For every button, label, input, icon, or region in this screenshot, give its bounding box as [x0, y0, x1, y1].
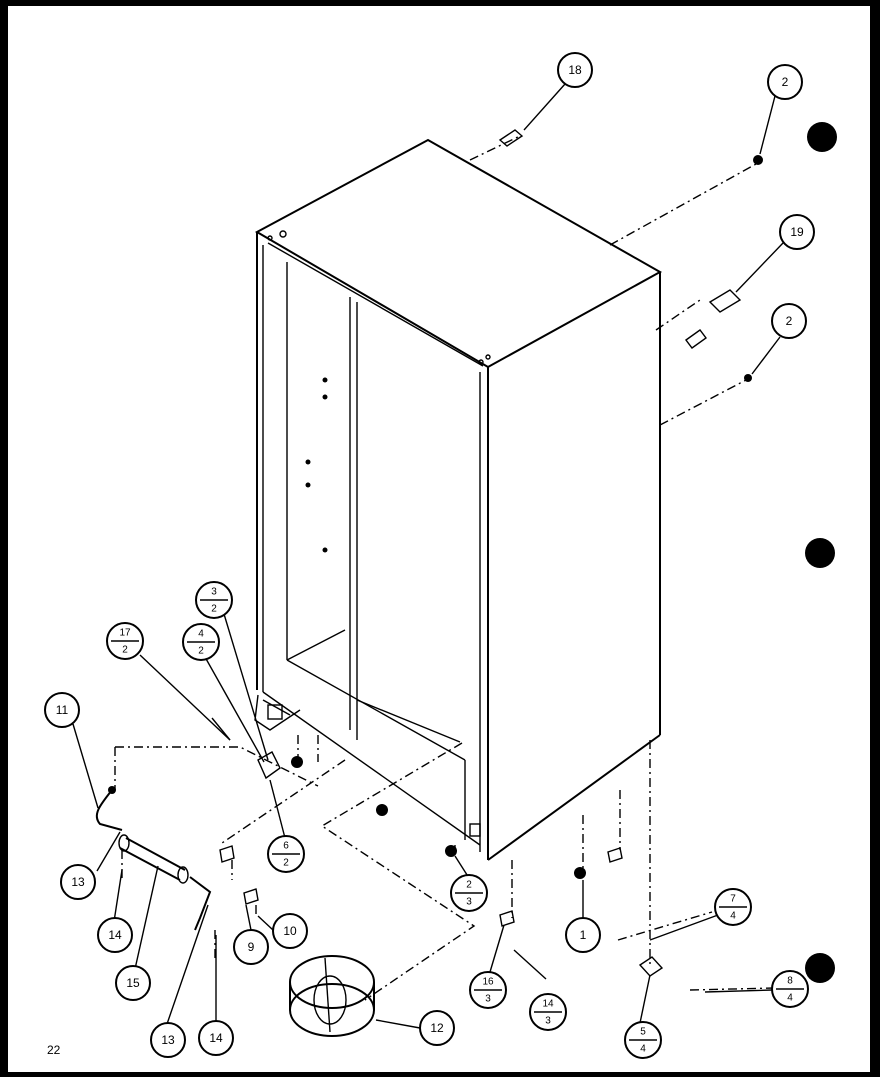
callout-2-top-label: 2	[782, 75, 789, 89]
callout-15: 15	[115, 965, 151, 1001]
callout-8-over-4: 8 4	[771, 970, 809, 1008]
callout-3-over-2: 3 2	[195, 581, 233, 619]
callout-14-bottom-label: 14	[209, 1031, 223, 1045]
callout-14-over-3-top: 14	[542, 999, 554, 1010]
callout-1: 1	[565, 917, 601, 953]
callout-14-left: 14	[97, 917, 133, 953]
callout-12-label: 12	[430, 1021, 444, 1035]
hardware-parts	[211, 129, 763, 977]
callout-16-over-3: 16 3	[469, 971, 507, 1009]
callout-4-over-2: 4 2	[182, 623, 220, 661]
callout-6-over-2: 6 2	[267, 835, 305, 873]
callout-14-left-label: 14	[108, 928, 122, 942]
leader-lines	[114, 135, 776, 1001]
callout-16-over-3-top: 16	[482, 977, 494, 988]
callout-8-over-4-top: 8	[787, 976, 793, 987]
callout-7-over-4-bottom: 4	[730, 911, 736, 922]
callout-2-over-3-bottom: 3	[466, 897, 472, 908]
callout-18-label: 18	[568, 63, 582, 77]
binder-hole-top	[807, 122, 837, 152]
binder-hole-bottom	[805, 953, 835, 983]
callout-14-bottom: 14	[198, 1020, 234, 1056]
callout-5-over-4-bottom: 4	[640, 1044, 646, 1055]
callout-16-over-3-bottom: 3	[485, 994, 491, 1005]
callout-5-over-4-top: 5	[640, 1027, 646, 1038]
callout-17-over-2-bottom: 2	[122, 645, 128, 656]
callout-1-label: 1	[580, 928, 587, 942]
callout-19-label: 19	[790, 225, 804, 239]
callout-3-over-2-top: 3	[211, 587, 217, 598]
exploded-view-drawing: 18 2 19 2 11 13 14 15 13 14 9 10	[44, 52, 837, 1059]
callout-17-over-2: 17 2	[106, 622, 144, 660]
callout-7-over-4: 7 4	[714, 888, 752, 926]
callout-9-label: 9	[248, 940, 255, 954]
callout-2-over-3-top: 2	[466, 880, 472, 891]
callout-14-over-3-bottom: 3	[545, 1016, 551, 1027]
callout-19: 19	[779, 214, 815, 250]
callout-10-label: 10	[283, 924, 297, 938]
callout-2-over-3: 2 3	[450, 874, 488, 912]
callout-14-over-3: 14 3	[529, 993, 567, 1031]
callout-2-top: 2	[767, 64, 803, 100]
drain-tube-assembly	[95, 786, 212, 931]
callout-4-over-2-bottom: 2	[198, 646, 204, 657]
callout-13-bottom: 13	[150, 1022, 186, 1058]
callout-18: 18	[557, 52, 593, 88]
callout-7-over-4-top: 7	[730, 894, 736, 905]
callout-15-label: 15	[126, 976, 140, 990]
callout-9: 9	[233, 929, 269, 965]
callout-11: 11	[44, 692, 80, 728]
callout-8-over-4-bottom: 4	[787, 993, 793, 1004]
cabinet-shell	[254, 138, 663, 861]
callout-13-bottom-label: 13	[161, 1033, 175, 1047]
parts-diagram-sheet: 18 2 19 2 11 13 14 15 13 14 9 10	[8, 6, 870, 1072]
callout-11-label: 11	[56, 703, 69, 717]
callout-13-top-label: 13	[71, 875, 85, 889]
callout-2-mid: 2	[771, 303, 807, 339]
callout-3-over-2-bottom: 2	[211, 604, 217, 615]
binder-hole-middle	[805, 538, 835, 568]
compressor-pad	[289, 955, 375, 1037]
callout-5-over-4: 5 4	[624, 1021, 662, 1059]
callout-4-over-2-top: 4	[198, 629, 204, 640]
page-number: 22	[47, 1043, 61, 1057]
callout-13-top: 13	[60, 864, 96, 900]
callout-12: 12	[419, 1010, 455, 1046]
callout-2-mid-label: 2	[786, 314, 793, 328]
callout-10: 10	[272, 913, 308, 949]
callout-6-over-2-bottom: 2	[283, 858, 289, 869]
callout-leaders	[72, 83, 784, 1029]
callout-17-over-2-top: 17	[119, 628, 131, 639]
callout-6-over-2-top: 6	[283, 841, 289, 852]
